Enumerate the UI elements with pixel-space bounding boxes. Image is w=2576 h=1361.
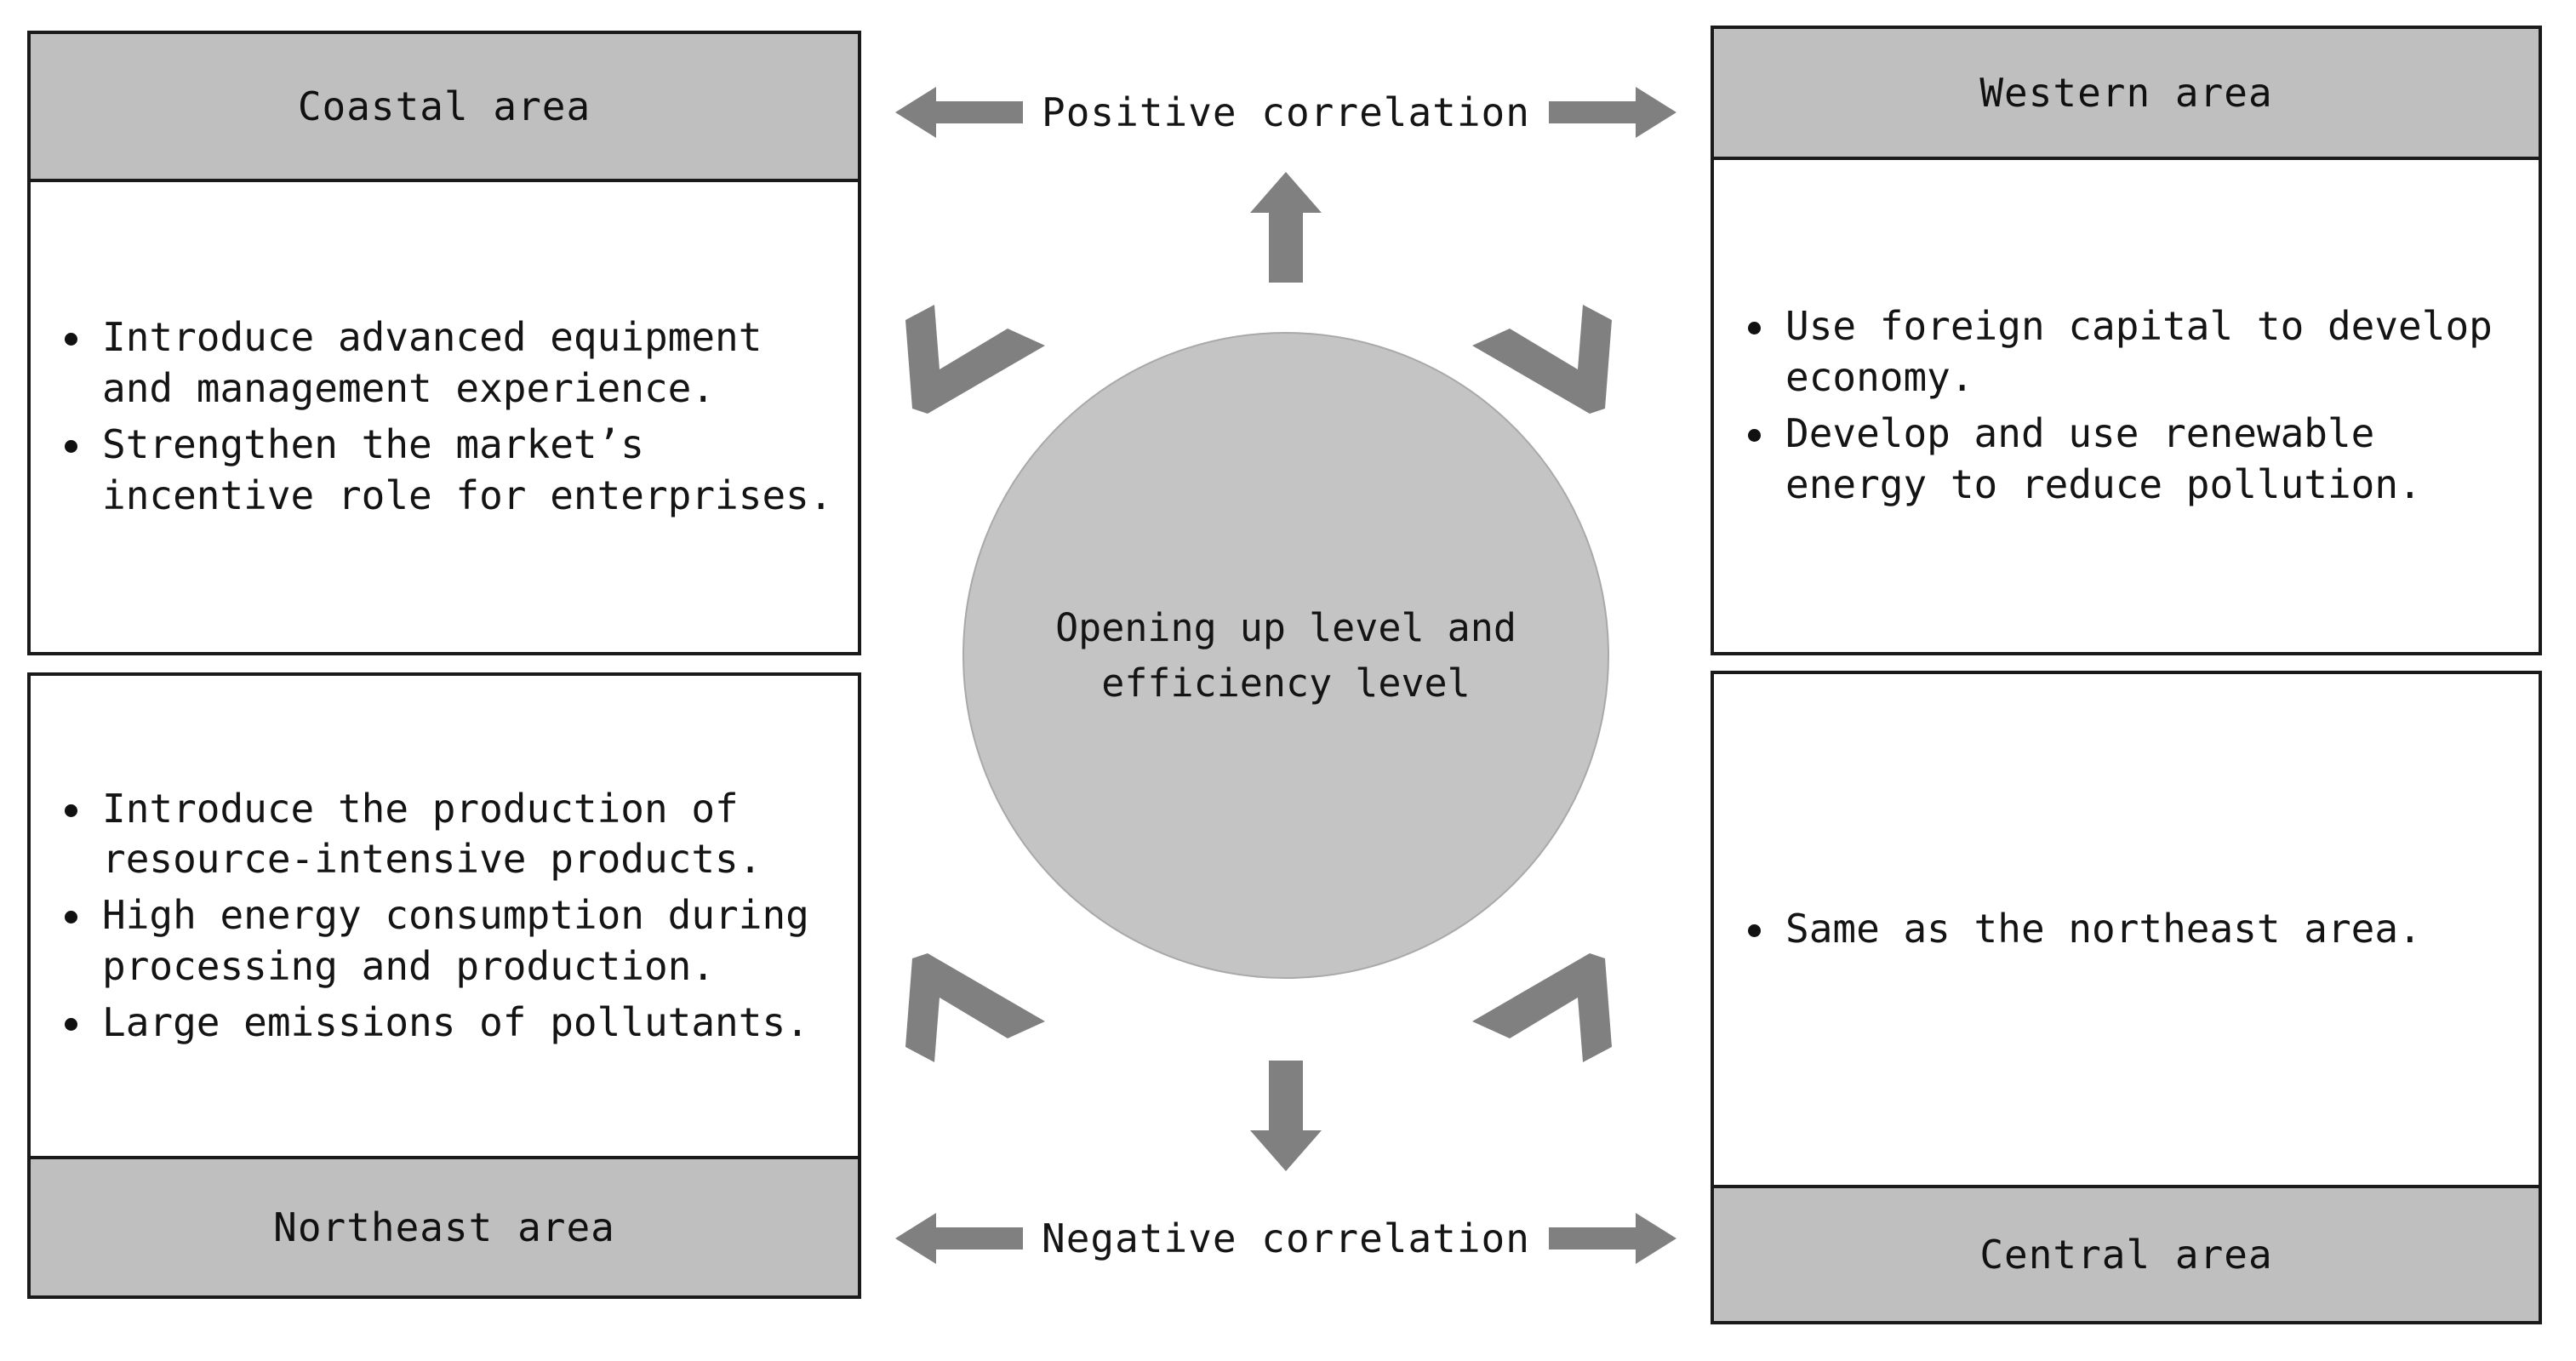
list-item: Introduce the production of resource-int… xyxy=(53,784,836,886)
negative-correlation-row: Negative correlation xyxy=(861,1204,1711,1272)
arrow-down-icon xyxy=(1245,1061,1327,1171)
panel-central-title: Central area xyxy=(1714,1185,2539,1321)
center-relation-stage: Positive correlation xyxy=(861,0,1711,1361)
center-circle-label-line-1: Opening up level and xyxy=(1055,604,1516,650)
elbow-arrow-bottom-left-icon xyxy=(905,952,1050,1079)
list-item: Develop and use renewable energy to redu… xyxy=(1736,409,2516,511)
arrow-up-icon xyxy=(1245,172,1327,283)
positive-correlation-row: Positive correlation xyxy=(861,78,1711,146)
panel-central-body: Same as the northeast area. xyxy=(1714,674,2539,1185)
panel-northeast-body: Introduce the production of resource-int… xyxy=(31,676,858,1156)
panel-northeast-area: Introduce the production of resource-int… xyxy=(27,672,861,1299)
bullet-list: Introduce advanced equipment and managem… xyxy=(53,312,836,521)
panel-western-title: Western area xyxy=(1714,29,2539,160)
list-item: Strengthen the market’s incentive role f… xyxy=(53,420,836,522)
center-circle: Opening up level and efficiency level xyxy=(962,332,1609,979)
arrow-left-icon xyxy=(895,83,1024,141)
list-item: Use foreign capital to develop economy. xyxy=(1736,301,2516,403)
elbow-arrow-top-left-icon xyxy=(905,288,1050,415)
panel-northeast-title: Northeast area xyxy=(31,1156,858,1295)
arrow-left-icon xyxy=(895,1209,1024,1267)
center-circle-label-line-2: efficiency level xyxy=(1101,660,1471,706)
bullet-list: Same as the northeast area. xyxy=(1736,904,2516,955)
bullet-list: Use foreign capital to develop economy. … xyxy=(1736,301,2516,510)
arrow-right-icon xyxy=(1548,83,1676,141)
panel-coastal-title: Coastal area xyxy=(31,34,858,182)
panel-coastal-body: Introduce advanced equipment and managem… xyxy=(31,182,858,652)
list-item: Introduce advanced equipment and managem… xyxy=(53,312,836,415)
center-circle-label: Opening up level and efficiency level xyxy=(1055,600,1516,712)
bullet-list: Introduce the production of resource-int… xyxy=(53,784,836,1049)
panel-western-body: Use foreign capital to develop economy. … xyxy=(1714,160,2539,652)
panel-western-area: Western area Use foreign capital to deve… xyxy=(1711,26,2542,655)
negative-correlation-label: Negative correlation xyxy=(1042,1215,1530,1261)
positive-correlation-label: Positive correlation xyxy=(1042,89,1530,135)
elbow-arrow-bottom-right-icon xyxy=(1467,952,1612,1079)
elbow-arrow-top-right-icon xyxy=(1467,288,1612,415)
arrow-right-icon xyxy=(1548,1209,1676,1267)
list-item: Large emissions of pollutants. xyxy=(53,998,836,1049)
list-item: High energy consumption during processin… xyxy=(53,890,836,992)
list-item: Same as the northeast area. xyxy=(1736,904,2516,955)
panel-coastal-area: Coastal area Introduce advanced equipmen… xyxy=(27,31,861,655)
panel-central-area: Same as the northeast area. Central area xyxy=(1711,671,2542,1324)
